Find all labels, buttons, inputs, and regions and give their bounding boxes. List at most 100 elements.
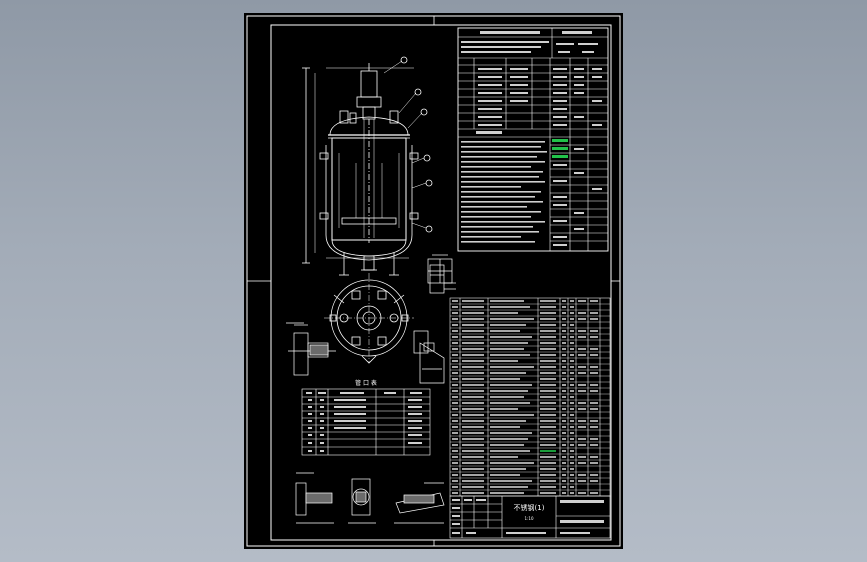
parts-cell-text bbox=[452, 492, 458, 494]
parts-cell-text bbox=[452, 396, 458, 398]
parts-cell-text bbox=[590, 474, 598, 476]
parts-cell-text bbox=[562, 306, 566, 308]
parts-cell-text bbox=[462, 330, 484, 332]
parts-cell-text bbox=[570, 408, 574, 410]
parts-cell-text bbox=[462, 360, 484, 362]
parts-cell-text bbox=[462, 354, 484, 356]
parts-cell-text bbox=[462, 474, 484, 476]
parts-cell-text bbox=[490, 378, 520, 380]
parts-cell-text bbox=[540, 306, 556, 308]
parts-cell-text bbox=[452, 318, 458, 320]
parts-cell-text bbox=[590, 402, 598, 404]
drawing-sheet: 管 口 表 bbox=[244, 13, 623, 549]
parts-cell-text bbox=[570, 318, 574, 320]
parts-cell-text bbox=[540, 384, 556, 386]
parts-cell-text bbox=[490, 480, 532, 482]
parts-cell-text bbox=[490, 306, 530, 308]
parts-cell-text bbox=[590, 480, 598, 482]
parts-cell-text bbox=[452, 354, 458, 356]
parts-cell-text bbox=[452, 336, 458, 338]
parts-cell-text bbox=[490, 492, 524, 494]
parts-cell-text bbox=[452, 306, 458, 308]
parts-cell-text bbox=[490, 438, 528, 440]
parts-cell-text bbox=[490, 444, 524, 446]
parts-cell-text bbox=[590, 462, 598, 464]
parts-cell-text bbox=[452, 372, 458, 374]
parts-cell-text bbox=[562, 468, 566, 470]
drawing-canvas: 管 口 表 bbox=[246, 15, 621, 547]
parts-cell-text bbox=[490, 468, 526, 470]
parts-cell-text bbox=[570, 462, 574, 464]
parts-cell-text bbox=[570, 450, 574, 452]
parts-cell-text bbox=[570, 432, 574, 434]
parts-cell-text bbox=[562, 354, 566, 356]
parts-cell-text bbox=[590, 330, 598, 332]
parts-cell-text bbox=[570, 414, 574, 416]
parts-cell-text bbox=[540, 480, 556, 482]
parts-cell-text bbox=[462, 438, 484, 440]
parts-cell-text bbox=[570, 378, 574, 380]
parts-cell-text bbox=[578, 366, 586, 368]
parts-cell-text bbox=[462, 312, 484, 314]
parts-cell-text bbox=[578, 336, 586, 338]
parts-cell-text bbox=[490, 390, 528, 392]
parts-cell-text bbox=[462, 408, 484, 410]
parts-cell-text bbox=[562, 402, 566, 404]
parts-cell-text bbox=[490, 318, 534, 320]
parts-cell-text bbox=[570, 390, 574, 392]
parts-cell-text bbox=[562, 426, 566, 428]
parts-cell-text bbox=[562, 474, 566, 476]
parts-cell-text bbox=[540, 396, 556, 398]
parts-cell-text bbox=[562, 432, 566, 434]
parts-cell-text bbox=[540, 318, 556, 320]
parts-cell-text bbox=[562, 348, 566, 350]
parts-cell-text bbox=[452, 420, 458, 422]
parts-cell-text bbox=[540, 336, 556, 338]
parts-cell-text bbox=[490, 342, 528, 344]
parts-cell-text bbox=[452, 330, 458, 332]
parts-cell-text bbox=[490, 456, 518, 458]
technical-data-text bbox=[461, 31, 602, 246]
parts-cell-text bbox=[452, 408, 458, 410]
parts-cell-text bbox=[570, 324, 574, 326]
parts-cell-text bbox=[562, 366, 566, 368]
parts-cell-text bbox=[590, 348, 598, 350]
parts-cell-text bbox=[490, 330, 520, 332]
title-block-name: 不锈钢(1) bbox=[514, 503, 545, 512]
parts-cell-text bbox=[578, 462, 586, 464]
parts-cell-text bbox=[540, 426, 556, 428]
parts-cell-text bbox=[490, 348, 524, 350]
parts-cell-text bbox=[562, 456, 566, 458]
parts-cell-text bbox=[562, 360, 566, 362]
parts-cell-text bbox=[540, 366, 556, 368]
parts-cell-text bbox=[562, 336, 566, 338]
parts-cell-text bbox=[452, 384, 458, 386]
parts-cell-text bbox=[462, 414, 484, 416]
parts-cell-text bbox=[452, 450, 458, 452]
parts-cell-text bbox=[578, 408, 586, 410]
parts-cell-text bbox=[490, 408, 518, 410]
parts-cell-text bbox=[590, 426, 598, 428]
parts-cell-text bbox=[570, 312, 574, 314]
parts-cell-text bbox=[562, 450, 566, 452]
weld-detail-a bbox=[295, 472, 334, 524]
parts-cell-text bbox=[590, 438, 598, 440]
parts-cell-text bbox=[452, 324, 458, 326]
parts-cell-text bbox=[452, 402, 458, 404]
parts-cell-text bbox=[452, 366, 458, 368]
parts-cell-text bbox=[452, 474, 458, 476]
weld-detail-c bbox=[394, 482, 445, 524]
parts-cell-text bbox=[490, 414, 534, 416]
parts-cell-text bbox=[452, 378, 458, 380]
parts-cell-text bbox=[490, 426, 520, 428]
parts-cell-text bbox=[590, 456, 598, 458]
vessel-plan-view bbox=[324, 273, 414, 364]
parts-cell-text bbox=[562, 462, 566, 464]
parts-cell-text bbox=[590, 372, 598, 374]
parts-cell-text bbox=[540, 390, 556, 392]
parts-cell-text bbox=[462, 480, 484, 482]
parts-cell-text bbox=[490, 354, 530, 356]
title-block-text bbox=[452, 499, 604, 534]
parts-cell-text bbox=[490, 372, 526, 374]
